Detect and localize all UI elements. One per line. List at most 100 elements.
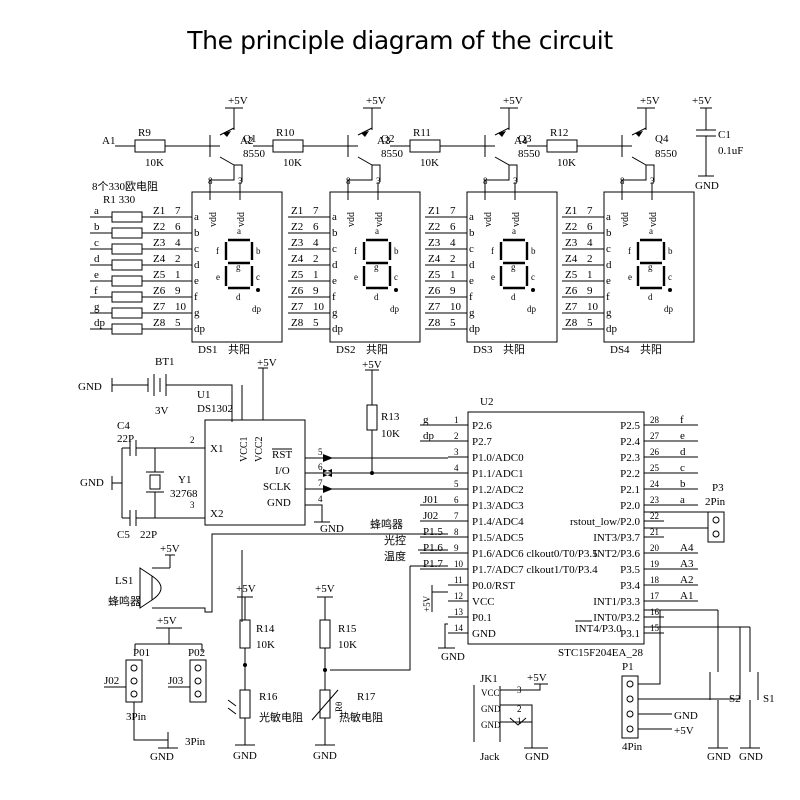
display-z-label: Z8	[153, 317, 166, 329]
display-pin-number: 1	[587, 269, 593, 281]
p1-gnd: GND	[674, 710, 698, 722]
buzzer-label: 蜂鸣器	[108, 594, 141, 608]
seg-a-label: a	[237, 226, 241, 236]
display-z-label: Z1	[291, 205, 303, 217]
mcu-pin-name: P2.5	[620, 420, 640, 432]
r15-vcc: +5V	[315, 583, 335, 595]
display-segment-letter: d	[606, 259, 612, 271]
digit-vcc-label: +5V	[366, 95, 386, 107]
mcu-pin-name: P1.7/ADC7 clkout1/T0/P3.4	[472, 564, 598, 576]
seg-dp-label: dp	[252, 304, 262, 314]
display-vdd-1: vdd	[620, 212, 631, 227]
mcu-pin-number: 20	[650, 543, 660, 553]
resistor-bank-note: 8个330欧电阻	[92, 180, 158, 193]
display-type-label: 共阳	[366, 343, 388, 356]
battery-bt1: GND BT1 3V	[78, 356, 243, 422]
mcu-pin-number: 25	[650, 463, 660, 473]
switch-s2: S2	[729, 693, 741, 705]
r14-name: R14	[256, 623, 275, 635]
display-segment-letter: c	[194, 243, 199, 255]
mcu-pin-name: P2.6	[472, 420, 492, 432]
mcu-int4: INT4/P3.0	[575, 623, 622, 635]
c1-value: 0.1uF	[718, 145, 743, 157]
mcu-pin-number: 19	[650, 559, 660, 569]
display-z-label: Z1	[565, 205, 577, 217]
crystal-gnd-label: GND	[80, 477, 104, 489]
display-segment-letter: b	[194, 227, 200, 239]
mcu-pin-name: P3.4	[620, 580, 640, 592]
r17-symbol: Rθ	[334, 702, 344, 712]
display-pin3-label: 3	[650, 176, 655, 186]
mcu-pin-net: P1.6	[423, 542, 443, 554]
display-segment-letter: d	[332, 259, 338, 271]
mcu-pin-number: 8	[454, 527, 459, 537]
display-pin-number: 10	[313, 301, 325, 313]
mcu-pin-name: INT1/P3.3	[593, 596, 640, 608]
seg-dp-label: dp	[527, 304, 537, 314]
mcu-gnd-label: GND	[441, 651, 465, 663]
seg-c-label: c	[256, 272, 260, 282]
display-pin-number: 9	[450, 285, 456, 297]
mcu-pin-number: 5	[454, 479, 459, 489]
display-pin-number: 10	[175, 301, 187, 313]
mcu-part: STC15F204EA_28	[558, 647, 643, 659]
display-pin3-label: 3	[238, 176, 243, 186]
display-z-label: Z2	[428, 221, 440, 233]
seven-segment-glyph	[362, 238, 392, 290]
seg-d-label: d	[511, 292, 516, 302]
digit-input-label: A3	[377, 135, 391, 147]
transistor-arrow	[361, 131, 369, 137]
transistor-arrow	[223, 131, 231, 137]
digit-transistor	[621, 107, 655, 182]
display-z-label: Z7	[291, 301, 304, 313]
mcu-pin-name: P2.2	[620, 468, 640, 480]
capacitor-c1: +5V C1 0.1uF GND	[692, 95, 743, 192]
seg-dp-label: dp	[390, 304, 400, 314]
display-z-label: Z8	[428, 317, 441, 329]
seg-f-label: f	[216, 246, 219, 256]
display-pin-number: 6	[313, 221, 319, 233]
digit-base-resistor	[134, 139, 166, 153]
display-z-label: Z1	[428, 205, 440, 217]
digit-base-resistor	[272, 139, 304, 153]
seg-f-label: f	[491, 246, 494, 256]
digit-resistor-name: R11	[413, 127, 431, 139]
segment-resistor	[111, 291, 143, 303]
digit-transistor-name: Q1	[243, 133, 256, 145]
rtc-part: DS1302	[197, 403, 233, 415]
display-segment-letter: a	[606, 211, 611, 223]
jack-vcc: +5V	[527, 672, 547, 684]
jack-pin2: 2	[517, 704, 522, 714]
c1-vcc-label: +5V	[692, 95, 712, 107]
digit-vcc-label: +5V	[228, 95, 248, 107]
mcu-pin-name: P2.1	[620, 484, 640, 496]
display-pin-number: 1	[175, 269, 181, 281]
display-segment-letter: b	[469, 227, 475, 239]
display-z-label: Z2	[153, 221, 165, 233]
c1-gnd-label: GND	[695, 180, 719, 192]
rtc-vcc-label: +5V	[257, 357, 277, 369]
rtc-ref: U1	[197, 389, 210, 401]
display-pin-number: 6	[175, 221, 181, 233]
jumper-j02: J02	[104, 675, 119, 687]
light-net-label: 光控	[384, 533, 406, 547]
mcu-pin-name: P2.0	[620, 500, 640, 512]
display-pin-number: 4	[450, 237, 456, 249]
display-vdd-wires	[484, 182, 516, 200]
decimal-point	[394, 288, 398, 292]
display-pin-number: 10	[450, 301, 462, 313]
display-z-label: Z5	[291, 269, 304, 281]
digit-transistor	[209, 107, 243, 182]
display-segment-letter: c	[606, 243, 611, 255]
jack-gnd: GND	[525, 751, 549, 763]
temp-sensor-branch: +5V R15 10K Rθ R17 热敏电阻 GND	[311, 583, 383, 762]
seg-e-label: e	[491, 272, 495, 282]
display-pin-number: 4	[587, 237, 593, 249]
display-pin-number: 9	[587, 285, 593, 297]
rtc-vcc1: VCC1	[239, 436, 250, 462]
segment-resistor	[111, 243, 143, 255]
display-segment-letter: dp	[332, 323, 344, 335]
seg-a-label: a	[375, 226, 379, 236]
